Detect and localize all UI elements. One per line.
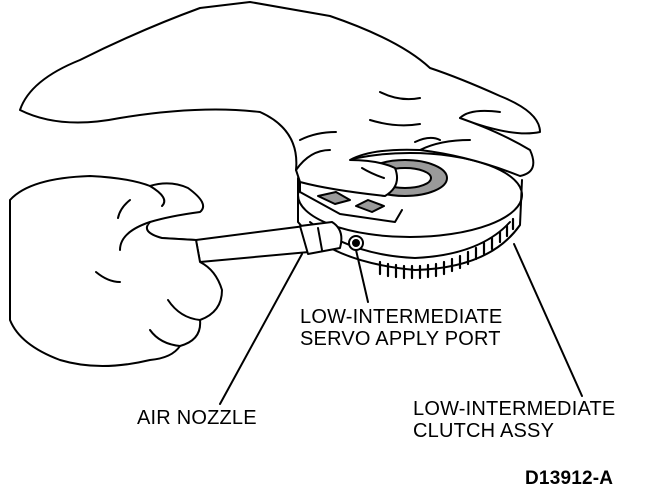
clutch-assy-label: LOW-INTERMEDIATE CLUTCH ASSY xyxy=(413,398,615,442)
leader-air-nozzle xyxy=(219,253,303,405)
air-nozzle-tool xyxy=(159,221,343,263)
servo-label-line-2: SERVO APPLY PORT xyxy=(300,328,501,350)
clutch-label-line-2: CLUTCH ASSY xyxy=(413,420,555,442)
lower-hand xyxy=(9,175,223,367)
leader-servo-port xyxy=(355,249,369,303)
leader-lines xyxy=(219,243,583,405)
servo-port-fitting xyxy=(348,235,364,251)
servo-label-line-1: LOW-INTERMEDIATE xyxy=(300,306,503,328)
upper-hand xyxy=(19,1,541,197)
servo-apply-port-label: LOW-INTERMEDIATE SERVO APPLY PORT xyxy=(300,306,502,350)
air-nozzle-label: AIR NOZZLE xyxy=(137,407,257,429)
figure-code: D13912-A xyxy=(525,468,614,489)
clutch-label-line-1: LOW-INTERMEDIATE xyxy=(413,398,616,420)
clutch-teeth xyxy=(378,217,515,280)
leader-clutch xyxy=(513,243,583,397)
